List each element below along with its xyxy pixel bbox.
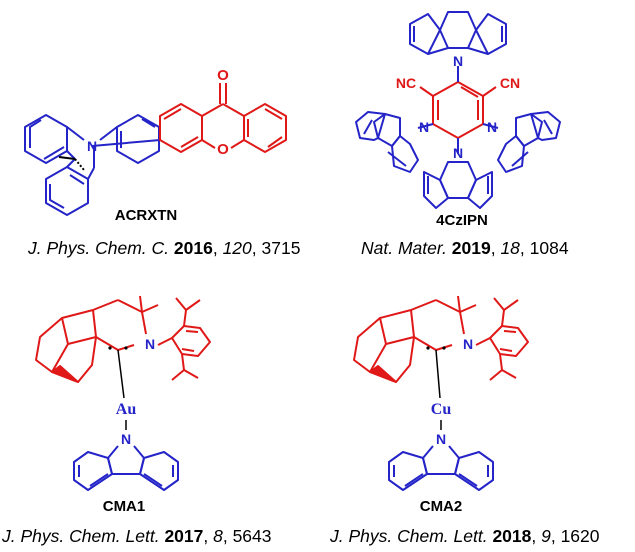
4czipn-n-right: N: [487, 119, 497, 135]
4czipn-cn-left: NC: [396, 75, 416, 91]
journal: J. Phys. Chem. Lett.: [330, 526, 488, 546]
cma1-carbazole-n: N: [121, 431, 131, 447]
acrxtn-n-atom: N: [87, 138, 97, 154]
journal: J. Phys. Chem. Lett.: [2, 526, 160, 546]
pages: 5643: [232, 526, 272, 546]
4czipn-structure: NC CN: [355, 11, 561, 229]
cma2-bond: [435, 349, 441, 399]
volume: 8: [213, 526, 223, 546]
cma2-caac-n: N: [463, 336, 473, 352]
acridine-donor: [24, 114, 161, 216]
carbazole-donors: [355, 11, 561, 209]
cma1-carbazole: [73, 445, 179, 491]
year: 2018: [492, 526, 532, 546]
cma1-metal: Au: [116, 401, 137, 418]
cma1-reference: J. Phys. Chem. Lett. 2017, 8, 5643: [2, 526, 272, 546]
4czipn-cn-right: CN: [500, 75, 520, 91]
volume: 18: [500, 238, 520, 258]
journal: J. Phys. Chem. C.: [28, 238, 170, 258]
cma2-carbazole: [388, 445, 494, 491]
cma2-label: CMA2: [420, 498, 463, 515]
pages: 3715: [261, 238, 301, 258]
year: 2017: [164, 526, 204, 546]
pages: 1084: [529, 238, 569, 258]
4czipn-n-top: N: [453, 53, 463, 69]
cma1-structure: N Au N CMA1: [35, 295, 211, 515]
4czipn-label: 4CzIPN: [436, 212, 488, 229]
cma2-carbazole-n: N: [436, 431, 446, 447]
volume: 120: [222, 238, 252, 258]
cma1-bond: [117, 349, 125, 399]
acrxtn-ketone-o: O: [217, 67, 229, 84]
pages: 1620: [560, 526, 600, 546]
4czipn-n-bottom: N: [453, 145, 463, 161]
acrxtn-reference: J. Phys. Chem. C. 2016, 120, 3715: [28, 238, 301, 258]
journal: Nat. Mater.: [361, 238, 447, 258]
volume: 9: [541, 526, 551, 546]
dicyanobenzene-core: [419, 81, 497, 139]
caac-ligand: [35, 295, 211, 383]
cma2-structure: N Cu N CMA2: [353, 295, 529, 515]
cma2-metal: Cu: [431, 401, 452, 418]
cma2-carbene-dot: [442, 346, 446, 350]
acrxtn-ring-o: O: [217, 141, 229, 158]
acrxtn-structure: N O O ACRXTN: [24, 67, 287, 224]
cma1-label: CMA1: [103, 498, 146, 515]
cma2-carbene-dot: [426, 346, 430, 350]
cma2-reference: J. Phys. Chem. Lett. 2018, 9, 1620: [330, 526, 600, 546]
xanthone-acceptor: [159, 83, 287, 153]
year: 2016: [173, 238, 213, 258]
cma1-carbene-dot: [108, 346, 112, 350]
acrxtn-label: ACRXTN: [115, 207, 178, 224]
4czipn-reference: Nat. Mater. 2019, 18, 1084: [361, 238, 569, 258]
4czipn-n-left: N: [419, 119, 429, 135]
cma1-carbene-dot: [124, 346, 128, 350]
year: 2019: [451, 238, 491, 258]
cma1-caac-n: N: [145, 336, 155, 352]
caac-ligand: [353, 295, 529, 383]
